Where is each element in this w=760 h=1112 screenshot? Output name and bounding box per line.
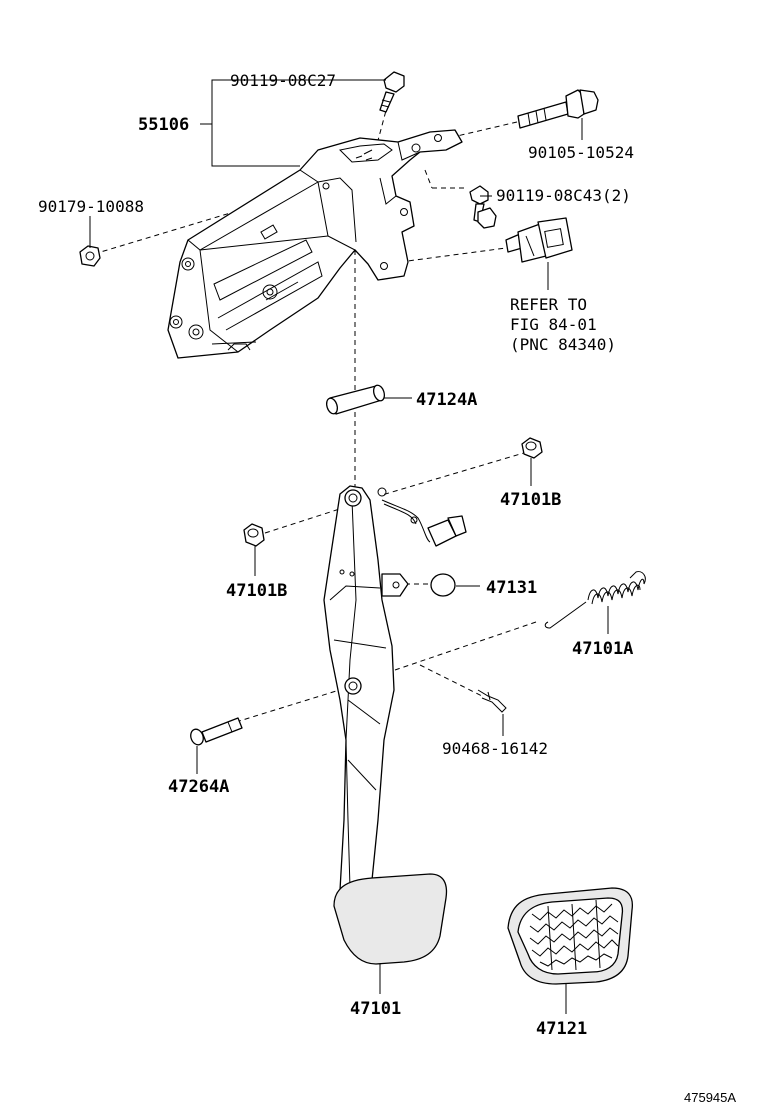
label-refer-line2: FIG 84-01 bbox=[510, 315, 597, 334]
label-90468-16142: 90468-16142 bbox=[442, 739, 548, 758]
brake-pedal-arm-47101 bbox=[323, 485, 467, 891]
label-90179-10088: 90179-10088 bbox=[38, 197, 144, 216]
bolt-90119-08C27 bbox=[379, 71, 405, 113]
return-spring-47101A bbox=[544, 571, 646, 629]
collar-47101B-right bbox=[521, 437, 543, 459]
label-47264A: 47264A bbox=[168, 777, 229, 797]
leader-lines bbox=[89, 79, 609, 1014]
label-47101A: 47101A bbox=[572, 639, 633, 659]
nut-90179-10088 bbox=[79, 245, 101, 267]
bushing-47124A bbox=[325, 384, 386, 415]
collar-47101B-left bbox=[243, 523, 265, 547]
bolt-90105-10524 bbox=[517, 89, 599, 129]
label-47101B-left: 47101B bbox=[226, 581, 287, 601]
label-47101B-right: 47101B bbox=[500, 490, 561, 510]
label-55106: 55106 bbox=[138, 115, 189, 135]
label-47121: 47121 bbox=[536, 1019, 587, 1039]
stop-lamp-switch bbox=[505, 217, 573, 263]
stopper-cushion-47131 bbox=[430, 573, 456, 597]
tread-pattern bbox=[529, 899, 619, 971]
label-90119-08C43: 90119-08C43(2) bbox=[496, 186, 631, 205]
catalog-number: 475945A bbox=[684, 1090, 736, 1105]
pedal-pad-47121 bbox=[507, 887, 634, 985]
pin-47264A bbox=[190, 717, 243, 746]
bolt-90119-08C43 bbox=[469, 185, 497, 229]
part-labels: 90119-08C27 55106 90105-10524 90179-1008… bbox=[38, 71, 736, 1105]
label-47124A: 47124A bbox=[416, 390, 477, 410]
label-refer-line1: REFER TO bbox=[510, 295, 587, 314]
label-47101: 47101 bbox=[350, 999, 401, 1019]
pedal-pad bbox=[333, 873, 448, 965]
label-90119-08C27: 90119-08C27 bbox=[230, 71, 336, 90]
pedal-bracket-55106 bbox=[167, 129, 463, 359]
label-refer-line3: (PNC 84340) bbox=[510, 335, 616, 354]
label-90105-10524: 90105-10524 bbox=[528, 143, 634, 162]
label-47131: 47131 bbox=[486, 578, 537, 598]
clip-90468-16142 bbox=[477, 689, 507, 713]
